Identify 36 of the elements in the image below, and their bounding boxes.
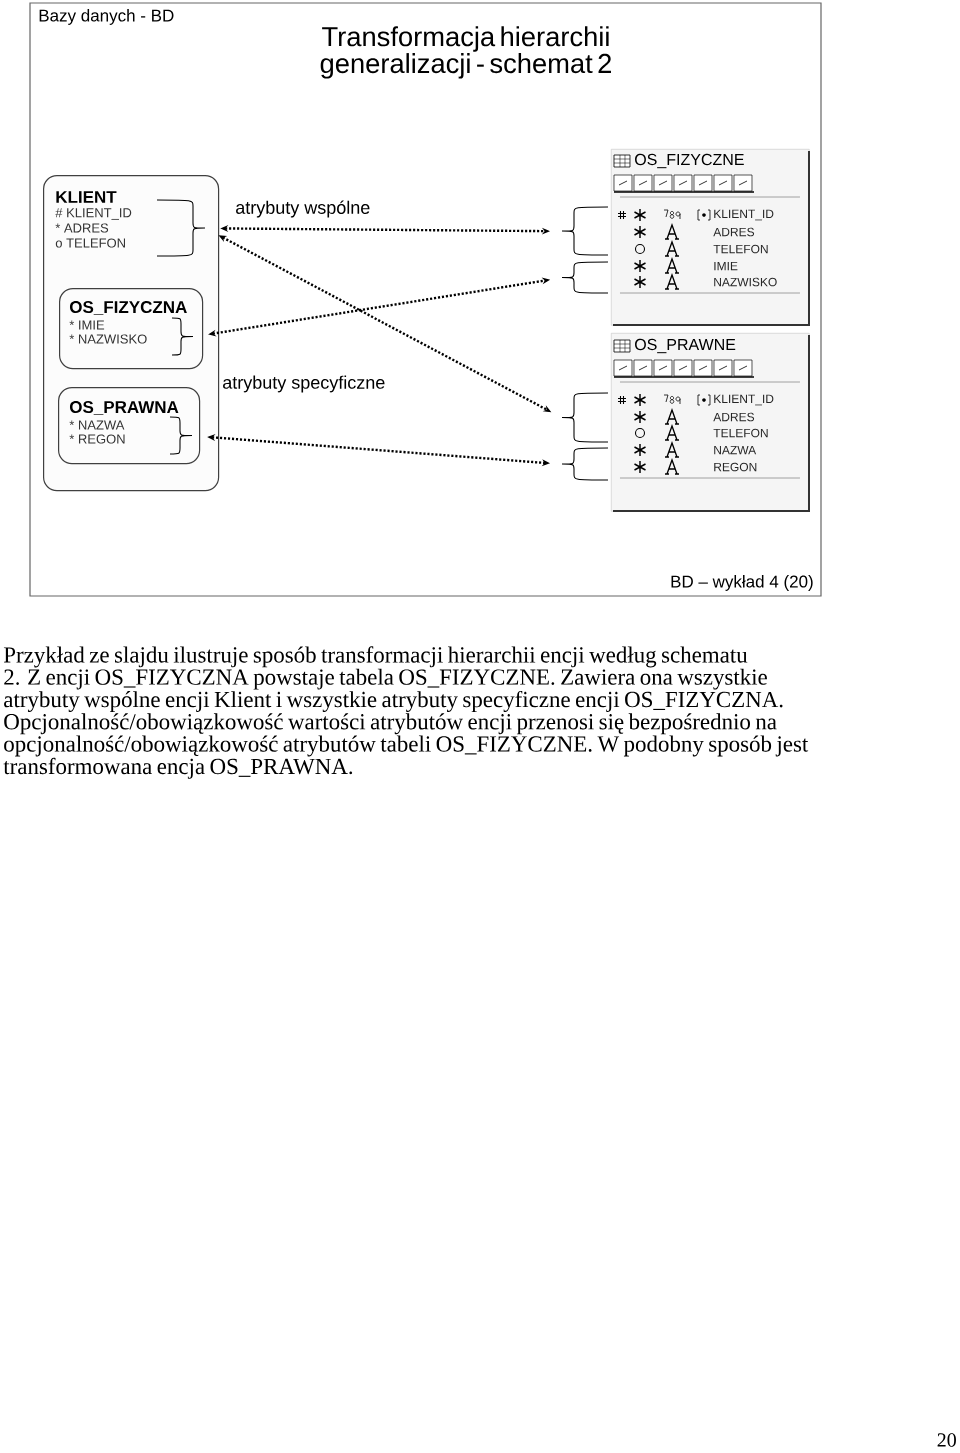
brace [561, 447, 609, 481]
slide-footer: BD – wykład 4 (20) [671, 575, 813, 591]
table-name: OS_PRAWNE [635, 338, 736, 354]
brace [169, 416, 193, 455]
column-name: ADRES [713, 227, 755, 237]
column-name: TELEFON [713, 244, 768, 254]
column-name: REGON [714, 462, 757, 472]
column-name: ADRES [713, 412, 755, 422]
brace [561, 392, 609, 443]
page-number: 20 [937, 1433, 956, 1447]
attribute: * ADRES [55, 223, 109, 233]
brace [561, 206, 609, 256]
column-name: TELEFON [713, 428, 768, 438]
attribute: * IMIE [69, 320, 105, 330]
attribute: o TELEFON [55, 238, 125, 248]
slide-header: Bazy danych - BD [39, 9, 174, 25]
attribute: # KLIENT_ID [55, 208, 132, 220]
slide-title: Transformacja hierarchii generalizacji - schemat 2 [320, 26, 611, 79]
entity-name: OS_FIZYCZNA [69, 301, 187, 315]
paragraph: Przykład ze slajdu ilustruje sposób transformacji hierarchii encji według schematu 2. Z encji OS_FIZYCZNA powstaje tabela OS_FIZYCZNE. Zawiera ona wszystkie atrybuty wspólne encji Klient i wszystkie atrybuty specyficzne encji OS_FIZYCZNA. Opcjonalność/obowiązkowość wartości atrybutów encji przenosi się bezpośrednio na opcjonalność/obowiązkowość atrybutów tabeli OS_FIZYCZNE. W podobny sposób jest transformowana encja OS_PRAWNA. [3, 646, 809, 779]
column-name: KLIENT_ID [714, 394, 774, 406]
attribute: * NAZWA [69, 420, 125, 430]
brace [156, 199, 206, 257]
entity-name: OS_PRAWNA [69, 401, 179, 415]
entity-name: KLIENT [56, 191, 117, 203]
column-name: KLIENT_ID [714, 209, 774, 221]
brace [561, 261, 609, 294]
annotation: atrybuty wspólne [236, 200, 370, 218]
column-name: IMIE [714, 261, 738, 271]
column-name: NAZWA [714, 445, 757, 455]
brace [171, 317, 194, 356]
table-name: OS_FIZYCZNE [635, 153, 744, 169]
annotation: atrybuty specyficzne [223, 375, 385, 393]
attribute: * REGON [69, 434, 125, 444]
column-name: NAZWISKO [714, 277, 777, 287]
attribute: * NAZWISKO [69, 334, 147, 344]
